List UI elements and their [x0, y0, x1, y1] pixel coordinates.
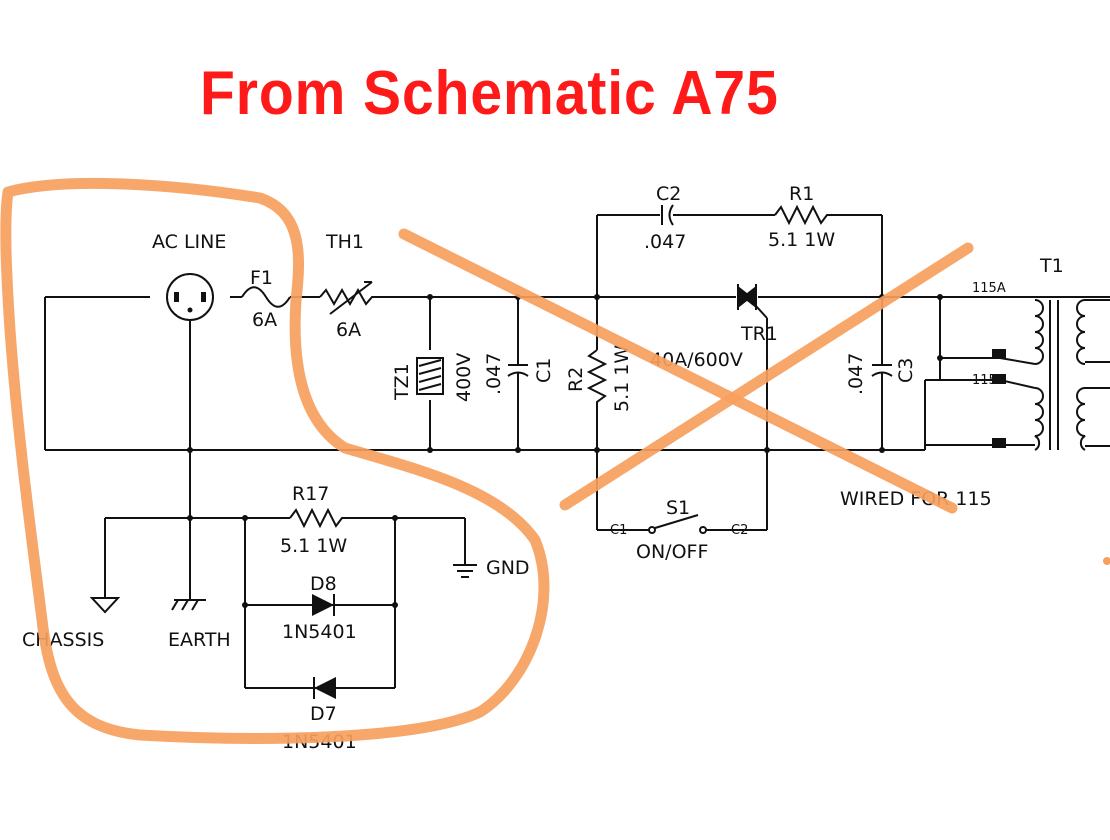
- resistor-r1-icon: [774, 204, 830, 226]
- tz1-rating: 400V: [453, 353, 475, 402]
- r2-label: R2: [565, 367, 587, 392]
- c1-value: .047: [483, 353, 505, 395]
- tz1-label: TZ1: [391, 363, 413, 401]
- r2-value: 5.1 1W: [611, 345, 633, 412]
- capacitor-c1-icon: [507, 364, 529, 377]
- th1-label: TH1: [325, 231, 364, 253]
- d8-part: 1N5401: [282, 621, 357, 643]
- diode-d7-icon: [313, 677, 336, 699]
- highlight-annotations: [0, 177, 1110, 744]
- resistor-r17-icon: [289, 507, 350, 529]
- s1-pin1: C1: [610, 523, 627, 538]
- diode-d8-icon: [312, 594, 335, 616]
- r17-value: 5.1 1W: [280, 535, 347, 557]
- gnd-label: GND: [486, 557, 530, 579]
- page-title: From Schematic A75: [200, 59, 779, 128]
- s1-function: ON/OFF: [636, 541, 708, 563]
- t1-label: T1: [1039, 255, 1064, 277]
- tr1-label: TR1: [740, 323, 778, 345]
- c2-label: C2: [656, 183, 681, 205]
- t1-tap2: 115B: [972, 373, 1006, 388]
- chassis-label: CHASSIS: [22, 629, 104, 651]
- f1-rating: 6A: [252, 309, 277, 331]
- capacitor-c2-icon: [661, 204, 674, 226]
- c1-label: C1: [533, 358, 555, 383]
- t1-tap1: 115A: [972, 281, 1006, 296]
- c3-value: .047: [845, 353, 867, 395]
- annotation-dot: [1103, 557, 1110, 565]
- ground-gnd-icon: [453, 564, 477, 578]
- s1-pin2: C2: [731, 523, 748, 538]
- thermistor-th1-icon: [319, 281, 380, 315]
- chassis-ground-icon: [89, 597, 121, 614]
- s1-label: S1: [666, 497, 690, 519]
- ac-line-connector-icon: [150, 273, 230, 321]
- transformer-t1-icon: [992, 296, 1110, 451]
- r1-label: R1: [789, 183, 814, 205]
- earth-ground-icon: [171, 599, 206, 611]
- c3-label: C3: [895, 358, 917, 383]
- earth-label: EARTH: [168, 629, 231, 651]
- c2-value: .047: [644, 231, 686, 253]
- resistor-r2-icon: [586, 349, 608, 410]
- triac-tr1-icon: [736, 284, 768, 370]
- fuse-f1-icon: [241, 286, 291, 308]
- capacitor-c3-icon: [871, 364, 893, 377]
- th1-rating: 6A: [336, 319, 361, 341]
- ac-line-label: AC LINE: [152, 231, 226, 253]
- r17-label: R17: [292, 483, 329, 505]
- r1-value: 5.1 1W: [768, 229, 835, 251]
- d7-label: D7: [310, 703, 337, 725]
- circled-region-outline: [0, 177, 550, 744]
- f1-label: F1: [250, 267, 273, 289]
- crossout-stroke-1: [398, 228, 958, 514]
- crossout-stroke-2: [559, 242, 974, 511]
- varistor-tz1-icon: [416, 357, 444, 395]
- d8-label: D8: [310, 573, 337, 595]
- switch-s1-icon: [648, 514, 707, 534]
